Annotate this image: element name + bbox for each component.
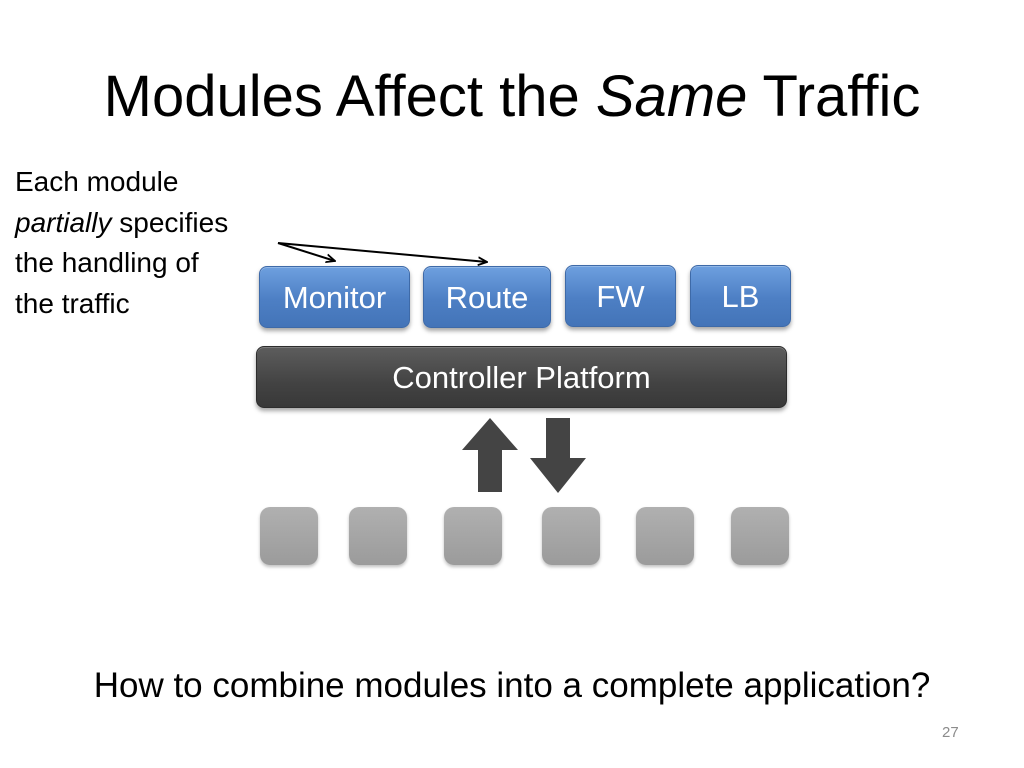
module-route: Route [423, 266, 551, 328]
module-monitor: Monitor [259, 266, 410, 328]
down-arrow-icon [530, 418, 586, 493]
up-arrow-icon [462, 418, 518, 492]
module-label-fw: FW [596, 279, 645, 314]
callout-emphasis: partially [15, 206, 112, 238]
callout-arrow-to-monitor [277, 242, 335, 261]
module-lb: LB [690, 265, 791, 327]
callout-line-2-rest: specifies [111, 206, 229, 238]
callout-line-2: partially specifies [15, 203, 228, 244]
slide-title: Modules Affect the Same Traffic [0, 62, 1024, 132]
callout-text: Each module partially specifies the hand… [15, 162, 228, 324]
title-emphasis: Same [595, 64, 748, 129]
module-label-lb: LB [721, 279, 760, 314]
callout-line-1: Each module [15, 166, 179, 197]
page-number: 27 [942, 724, 959, 741]
title-text-end: Traffic [747, 64, 921, 129]
title-text-start: Modules Affect the [103, 64, 596, 129]
callout-line-4: the traffic [15, 287, 130, 319]
controller-platform: Controller Platform [256, 346, 787, 408]
switch-node [444, 507, 502, 565]
closing-question: How to combine modules into a complete a… [93, 666, 931, 705]
callout-line-3: the handling of [15, 247, 199, 278]
switch-node [542, 507, 600, 565]
switch-node [260, 507, 318, 565]
switch-node [731, 507, 789, 565]
module-label-route: Route [445, 280, 529, 315]
switch-node [636, 507, 694, 565]
callout-arrow-to-route [277, 242, 487, 262]
module-label-monitor: Monitor [282, 280, 387, 315]
module-fw: FW [565, 265, 676, 327]
switch-node [349, 507, 407, 565]
